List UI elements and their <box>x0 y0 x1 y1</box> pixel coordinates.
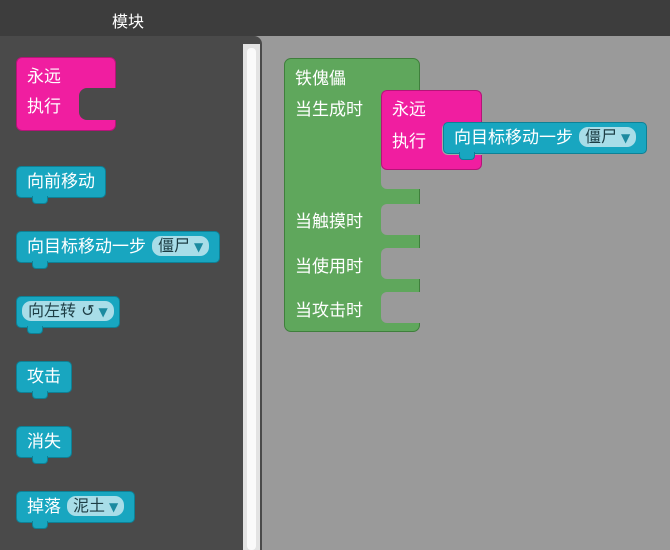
palette-scrollbar-thumb[interactable] <box>247 48 256 550</box>
palette-drop-block[interactable]: 掉落泥土▼ <box>16 491 136 529</box>
drop-item-dropdown[interactable]: 泥土▼ <box>67 496 125 516</box>
on-use-label: 当使用时 <box>295 257 363 277</box>
on-use-slot <box>381 248 420 279</box>
on-spawn-label: 当生成时 <box>295 100 363 120</box>
dropdown-arrow-icon: ▼ <box>109 500 119 514</box>
on-attack-label: 当攻击时 <box>295 301 363 321</box>
on-attack-slot <box>381 292 420 323</box>
target-dropdown[interactable]: 僵尸▼ <box>579 127 637 147</box>
palette-forever-block[interactable]: 永远 执行 <box>16 57 116 131</box>
top-bar: 模块 <box>0 0 670 36</box>
move-toward-label: 向目标移动一步 <box>27 237 146 257</box>
on-touch-label: 当触摸时 <box>295 212 363 232</box>
palette-turn-block[interactable]: 向左转 ↺▼ <box>16 296 120 334</box>
palette-vanish-block[interactable]: 消失 <box>16 426 72 464</box>
move-forward-label: 向前移动 <box>27 172 95 192</box>
execute-label: 执行 <box>392 132 426 152</box>
target-dropdown[interactable]: 僵尸▼ <box>152 236 210 256</box>
palette-move-toward-block[interactable]: 向目标移动一步僵尸▼ <box>16 231 221 269</box>
dropdown-arrow-icon: ▼ <box>98 305 108 319</box>
turn-direction-dropdown[interactable]: 向左转 ↺▼ <box>22 301 114 321</box>
execute-label: 执行 <box>27 97 61 117</box>
move-toward-label: 向目标移动一步 <box>454 128 573 148</box>
panel-title: 模块 <box>112 12 145 31</box>
forever-slot <box>79 88 116 120</box>
drop-label: 掉落 <box>27 497 61 517</box>
attack-label: 攻击 <box>27 367 61 387</box>
forever-label: 永远 <box>27 67 61 87</box>
forever-label: 永远 <box>392 100 426 120</box>
workspace-move-toward-block[interactable]: 向目标移动一步僵尸▼ <box>443 122 648 160</box>
on-touch-slot <box>381 204 420 235</box>
vanish-label: 消失 <box>27 432 61 452</box>
dropdown-arrow-icon: ▼ <box>194 240 204 254</box>
palette-move-forward-block[interactable]: 向前移动 <box>16 166 106 204</box>
dropdown-arrow-icon: ▼ <box>621 131 631 145</box>
palette-attack-block[interactable]: 攻击 <box>16 361 72 399</box>
golem-title: 铁傀儡 <box>295 69 346 89</box>
